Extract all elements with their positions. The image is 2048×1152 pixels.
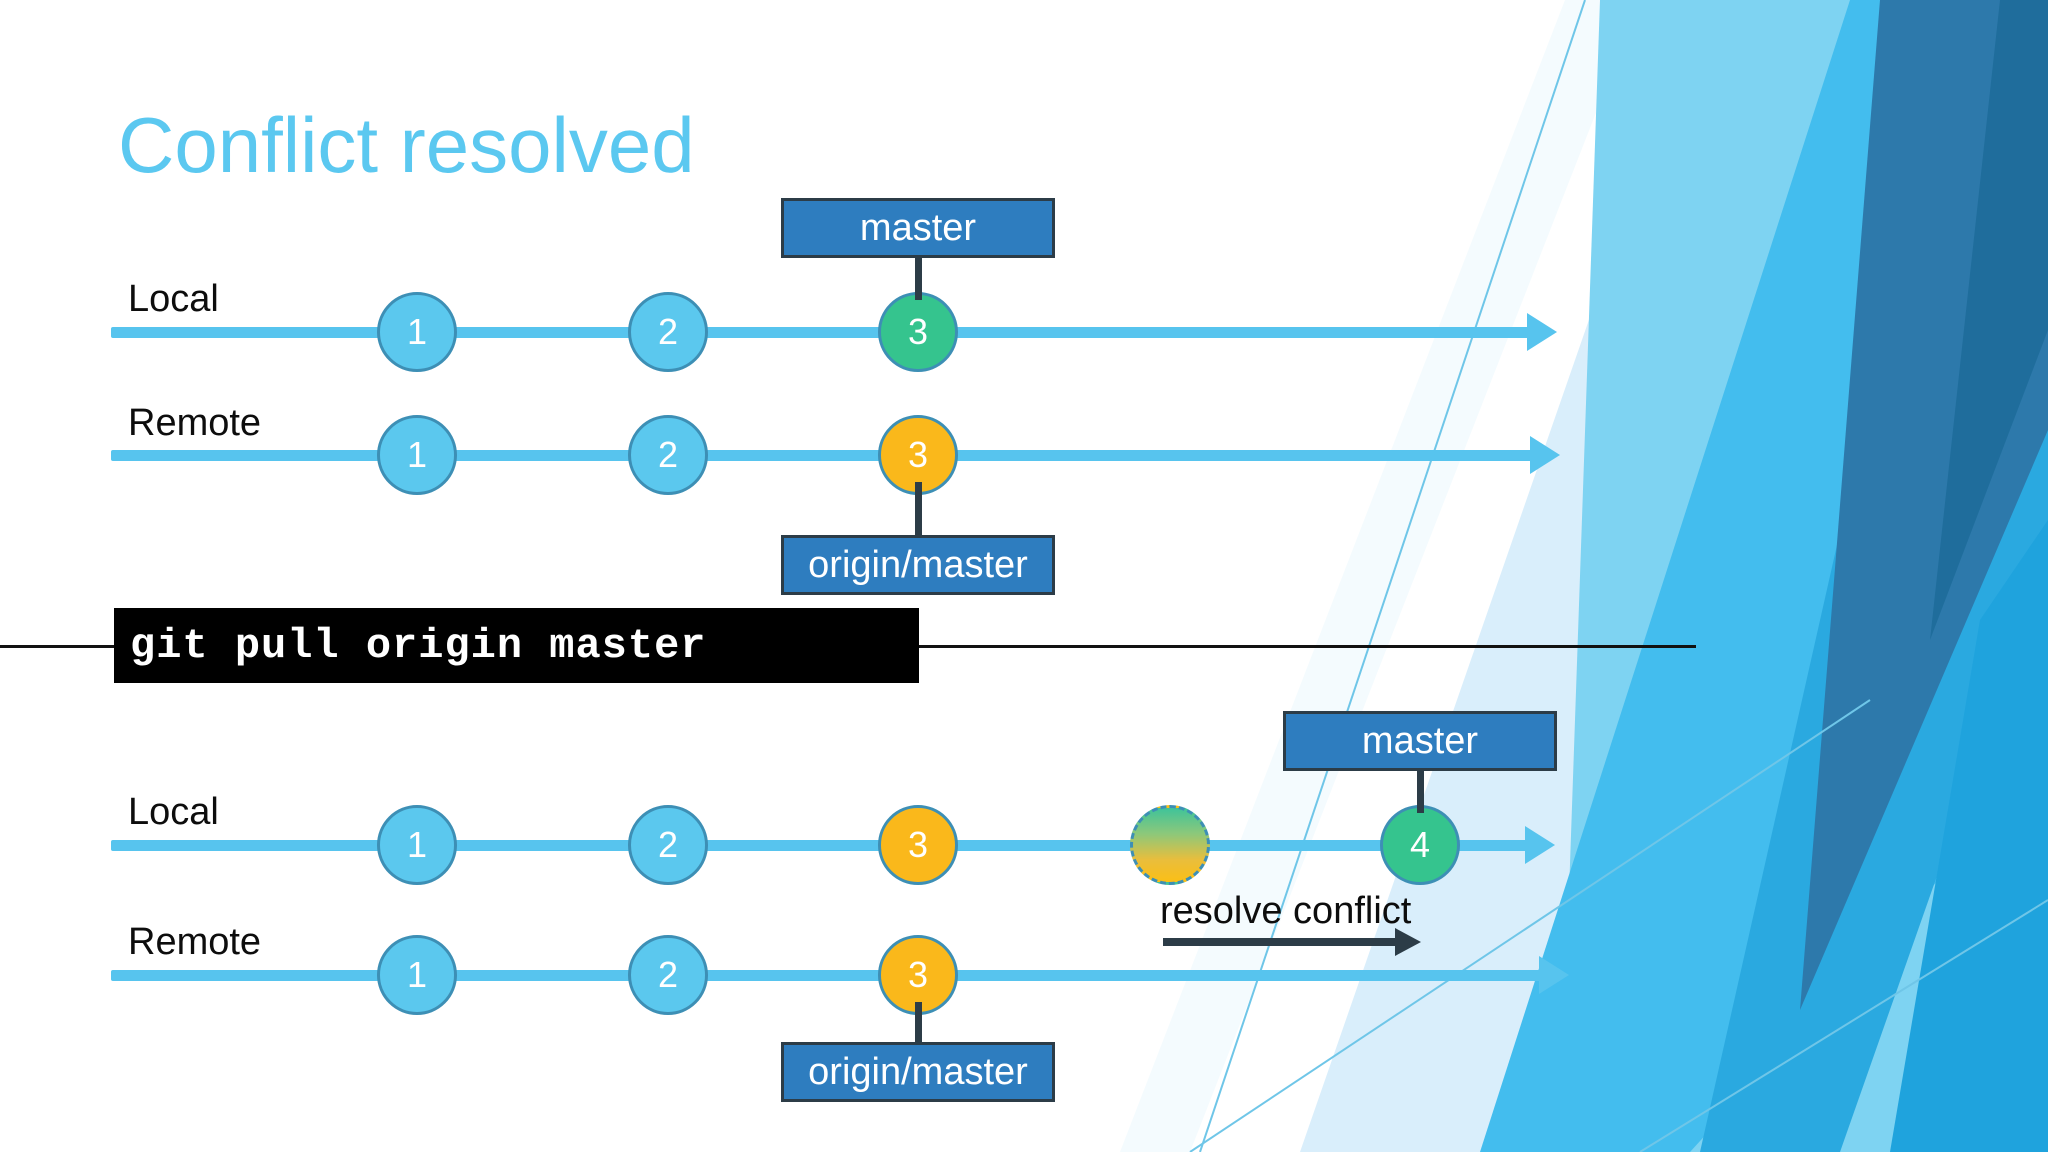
commit-id-label: 3 [907, 954, 929, 995]
after-local-commit-1[interactable]: 1 [377, 805, 457, 885]
after-local-ref-stem [1417, 769, 1424, 813]
git-command-text: git pull origin master [130, 621, 707, 670]
after-local-ref-master[interactable]: master [1283, 711, 1557, 771]
before-local-ref-master[interactable]: master [781, 198, 1055, 258]
before-local-commit-3[interactable]: 3 [878, 292, 958, 372]
resolve-conflict-arrow-shaft [1163, 938, 1395, 946]
before-local-timeline-track [111, 327, 1531, 338]
before-local-timeline-arrowhead [1527, 313, 1557, 351]
commit-id-label: 3 [907, 824, 929, 865]
before-remote-commit-1[interactable]: 1 [377, 415, 457, 495]
before-local-commit-1[interactable]: 1 [377, 292, 457, 372]
before-local-row-label: Local [128, 278, 219, 320]
commit-id-label: 4 [1409, 824, 1431, 865]
commit-id-label: 2 [657, 311, 679, 352]
ref-label: origin/master [808, 543, 1028, 586]
before-remote-ref-origin-master[interactable]: origin/master [781, 535, 1055, 595]
after-local-commit-4[interactable]: 4 [1380, 805, 1460, 885]
commit-id-label: 2 [657, 824, 679, 865]
before-remote-timeline-arrowhead [1530, 436, 1560, 474]
commit-id-label: 3 [907, 434, 929, 475]
after-remote-ref-stem [915, 1002, 922, 1046]
page-title: Conflict resolved [118, 101, 695, 189]
ref-label: origin/master [808, 1050, 1028, 1093]
after-remote-timeline-arrowhead [1539, 956, 1569, 994]
ref-label: master [859, 206, 977, 249]
before-local-commit-2[interactable]: 2 [628, 292, 708, 372]
after-local-commit-conflict-marker[interactable] [1130, 805, 1210, 885]
after-remote-commit-2[interactable]: 2 [628, 935, 708, 1015]
resolve-conflict-arrow-head [1395, 928, 1421, 956]
after-local-commit-3[interactable]: 3 [878, 805, 958, 885]
after-local-timeline-arrowhead [1525, 826, 1555, 864]
after-local-timeline-track [111, 840, 1529, 851]
commit-id-label: 2 [657, 434, 679, 475]
commit-id-label: 3 [907, 311, 929, 352]
after-remote-timeline-track [111, 970, 1543, 981]
commit-id-label: 1 [406, 311, 428, 352]
before-remote-commit-2[interactable]: 2 [628, 415, 708, 495]
before-remote-ref-stem [915, 482, 922, 538]
after-local-commit-2[interactable]: 2 [628, 805, 708, 885]
before-remote-timeline-track [111, 450, 1534, 461]
commit-id-label: 1 [406, 434, 428, 475]
after-remote-commit-3[interactable]: 3 [878, 935, 958, 1015]
before-local-ref-stem [915, 256, 922, 300]
after-remote-row-label: Remote [128, 921, 262, 963]
commit-id-label: 1 [406, 954, 428, 995]
git-command-bar: git pull origin master [114, 608, 919, 683]
commit-id-label: 2 [657, 954, 679, 995]
commit-id-label: 1 [406, 824, 428, 865]
before-remote-row-label: Remote [128, 402, 262, 444]
after-local-row-label: Local [128, 791, 219, 833]
after-remote-commit-1[interactable]: 1 [377, 935, 457, 1015]
resolve-conflict-annotation-label: resolve conflict [1160, 890, 1412, 932]
after-remote-ref-origin-master[interactable]: origin/master [781, 1042, 1055, 1102]
ref-label: master [1361, 719, 1479, 762]
